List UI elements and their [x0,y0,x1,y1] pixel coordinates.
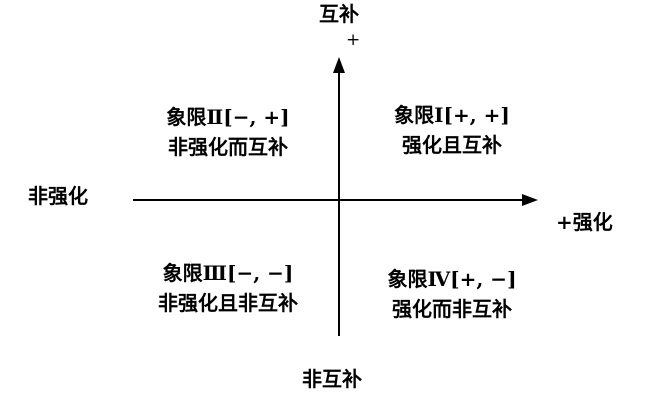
right-axis-label: +强化 [556,210,613,234]
quadrant-2-desc: 非强化而互补 [168,135,288,159]
quadrant-1-desc: 强化且互补 [402,133,502,157]
quadrant-3-heading: 象限Ⅲ[−, −] [162,261,294,285]
quadrant-2: 象限Ⅱ[−, +] 非强化而互补 [118,102,338,162]
quadrant-4: 象限Ⅳ[+, −] 强化而非互补 [342,264,562,324]
top-axis-label: 互补 [319,2,359,26]
quadrant-3: 象限Ⅲ[−, −] 非强化且非互补 [118,258,338,318]
quadrant-1: 象限Ⅰ[+, +] 强化且互补 [342,100,562,160]
quadrant-1-heading: 象限Ⅰ[+, +] [394,103,510,127]
right-arrow-head [522,194,538,206]
quadrant-4-heading: 象限Ⅳ[+, −] [387,267,517,291]
bottom-axis-label: 非互补 [302,367,362,391]
quadrant-3-desc: 非强化且非互补 [158,291,298,315]
top-axis-sign: + [346,30,361,50]
quadrant-4-desc: 强化而非互补 [392,297,512,321]
up-arrow-head [333,57,345,73]
left-axis-label: 非强化 [28,184,88,208]
quadrant-2-heading: 象限Ⅱ[−, +] [166,105,290,129]
